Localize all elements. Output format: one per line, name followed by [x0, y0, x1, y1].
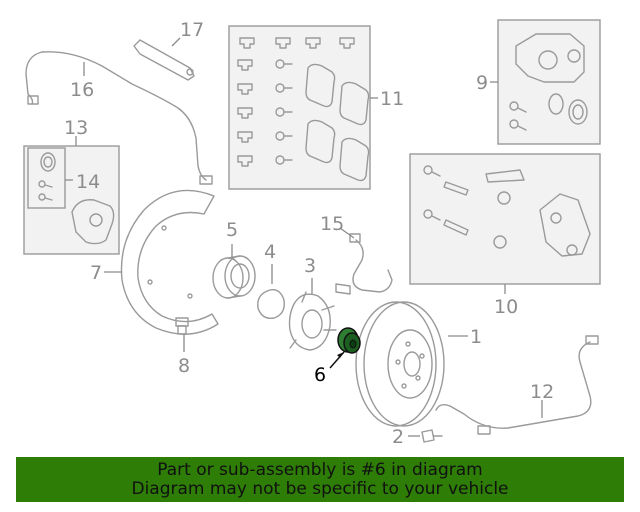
brake-pads	[305, 63, 370, 182]
abs-sensor-15	[335, 233, 393, 295]
callout-12: 12	[530, 381, 554, 403]
callout-15: 15	[320, 213, 344, 235]
callout-14: 14	[76, 171, 100, 193]
callout-4: 4	[264, 241, 276, 263]
snap-ring-4	[257, 289, 285, 319]
callout-5: 5	[226, 219, 238, 241]
banner-line-2: Diagram may not be specific to your vehi…	[131, 479, 509, 499]
callout-11: 11	[380, 88, 404, 110]
bolt-8	[175, 317, 189, 335]
callout-3: 3	[304, 255, 316, 277]
callout-6: 6	[314, 364, 326, 386]
screw-2	[421, 429, 443, 443]
callout-2: 2	[392, 426, 404, 448]
guide-pins	[423, 165, 511, 249]
callout-7: 7	[90, 262, 102, 284]
callout-8: 8	[178, 355, 190, 377]
wear-sensor-12	[435, 335, 599, 435]
wear-sensor-16	[25, 51, 213, 185]
clip-parts	[237, 37, 355, 167]
caliper-bracket	[485, 169, 591, 257]
piston-seals	[548, 93, 588, 125]
callout-1: 1	[470, 326, 482, 348]
rotor-1	[355, 301, 445, 427]
bolts	[509, 101, 527, 131]
splash-shield-7	[120, 189, 219, 335]
banner-line-1: Part or sub-assembly is #6 in diagram	[157, 460, 483, 480]
hub-nut-6[interactable]	[337, 327, 361, 354]
callout-9: 9	[476, 72, 488, 94]
callout-6-arrowhead	[337, 352, 344, 358]
bracket-17	[133, 39, 195, 81]
callout-16: 16	[70, 79, 94, 101]
callout-17: 17	[180, 19, 204, 41]
caliper-housing	[515, 33, 585, 83]
caliper-bracket-box	[409, 153, 601, 285]
bearing-5	[212, 255, 256, 299]
callout-10: 10	[494, 296, 518, 318]
seal-kit	[38, 152, 56, 201]
hub-3	[288, 291, 337, 351]
pad-kit-box	[228, 25, 371, 190]
caliper-body	[71, 199, 115, 245]
caliper-repair-box	[497, 19, 601, 145]
info-banner: Part or sub-assembly is #6 in diagram Di…	[16, 457, 624, 502]
caliper-assembly-box	[23, 145, 120, 255]
callout-13: 13	[64, 117, 88, 139]
